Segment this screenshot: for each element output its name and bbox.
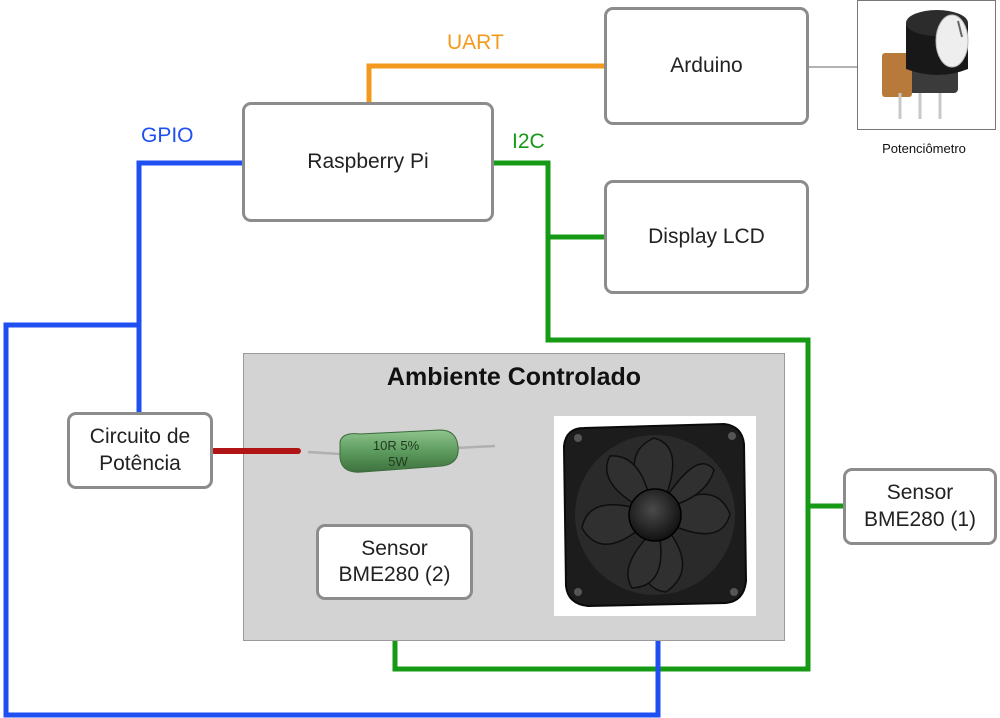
sensor-2-label-line2: BME280 (2): [338, 563, 451, 586]
arduino-node: Arduino: [604, 7, 809, 125]
sensor-2-label-line1: Sensor: [361, 536, 428, 560]
gpio-fan-wire: [3, 322, 661, 718]
uart-wire: [366, 63, 606, 102]
power-circuit-label-line1: Circuito de: [89, 425, 191, 449]
resistor-value-label: 10R 5%: [373, 438, 420, 453]
resistor-power-label: 5W: [388, 454, 408, 469]
i2c-wire: [392, 160, 811, 672]
power-resistor-image: 10R 5% 5W: [307, 429, 496, 473]
raspberry-pi-node: Raspberry Pi: [242, 102, 494, 222]
sensor-1-label-line2: BME280 (1): [863, 507, 977, 531]
sensor-1-label-line1: Sensor: [886, 481, 954, 505]
arduino-label: Arduino: [670, 53, 743, 77]
power-lead: [211, 448, 301, 454]
gpio-wire: [136, 160, 243, 413]
gpio-label: GPIO: [141, 124, 194, 147]
i2c-label: I2C: [512, 130, 545, 153]
sensor-bme280-2-node: Sensor BME280 (2): [316, 524, 473, 600]
display-lcd-node: Display LCD: [604, 180, 809, 294]
display-lcd-label: Display LCD: [648, 224, 765, 248]
sensor-bme280-1-node: Sensor BME280 (1): [843, 468, 997, 545]
controlled-environment-title: Ambiente Controlado: [386, 363, 642, 391]
raspberry-pi-label: Raspberry Pi: [307, 149, 429, 173]
power-circuit-label-line2: Potência: [99, 451, 181, 475]
potentiometer-image: [857, 0, 996, 130]
fan-image: [554, 416, 756, 616]
uart-label: UART: [447, 31, 504, 54]
potentiometer-caption: Potenciômetro: [882, 141, 966, 156]
power-circuit-node: Circuito de Potência: [67, 412, 213, 489]
